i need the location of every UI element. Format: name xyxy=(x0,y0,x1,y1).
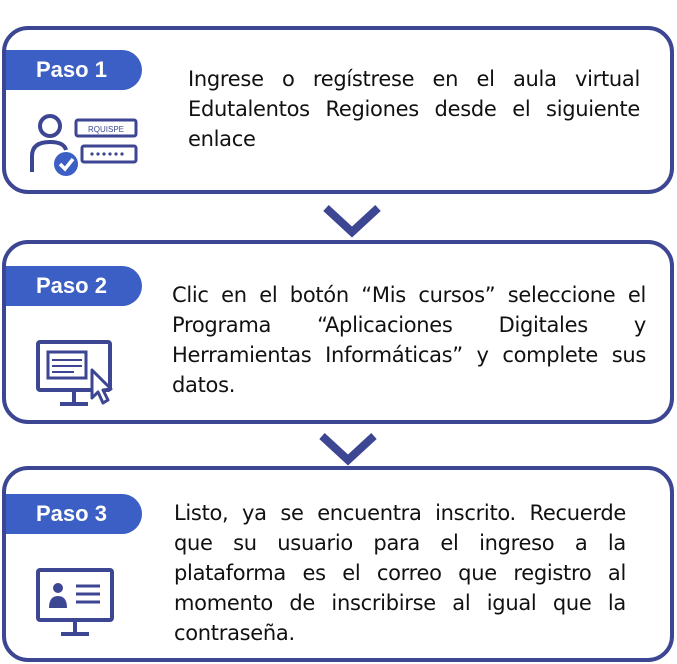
user-login-icon: RQUISPE xyxy=(30,114,138,176)
step-1-text: Ingrese o regístrese en el aula virtual … xyxy=(188,67,640,151)
monitor-profile-icon xyxy=(36,568,114,636)
step-2-label: Paso 2 xyxy=(6,266,142,306)
step-1-label: Paso 1 xyxy=(6,50,142,90)
step-2-text: Clic en el botón “Mis cursos” seleccione… xyxy=(172,283,646,397)
monitor-click-icon xyxy=(36,340,113,406)
chevron-down-icon xyxy=(323,205,381,238)
username-field-text: RQUISPE xyxy=(88,125,124,134)
step-3-box: Paso 3 Listo, ya se encuentra inscrito. … xyxy=(2,466,674,662)
step-3-label: Paso 3 xyxy=(6,494,142,534)
step-1-box: Paso 1 RQUISPE Ingrese o regístrese en e… xyxy=(2,26,674,194)
step-3-text: Listo, ya se encuentra inscrito. Recuerd… xyxy=(174,501,626,645)
step-2-box: Paso 2 Clic en el botón “Mis cursos” sel… xyxy=(2,240,674,424)
chevron-down-icon xyxy=(319,433,377,466)
